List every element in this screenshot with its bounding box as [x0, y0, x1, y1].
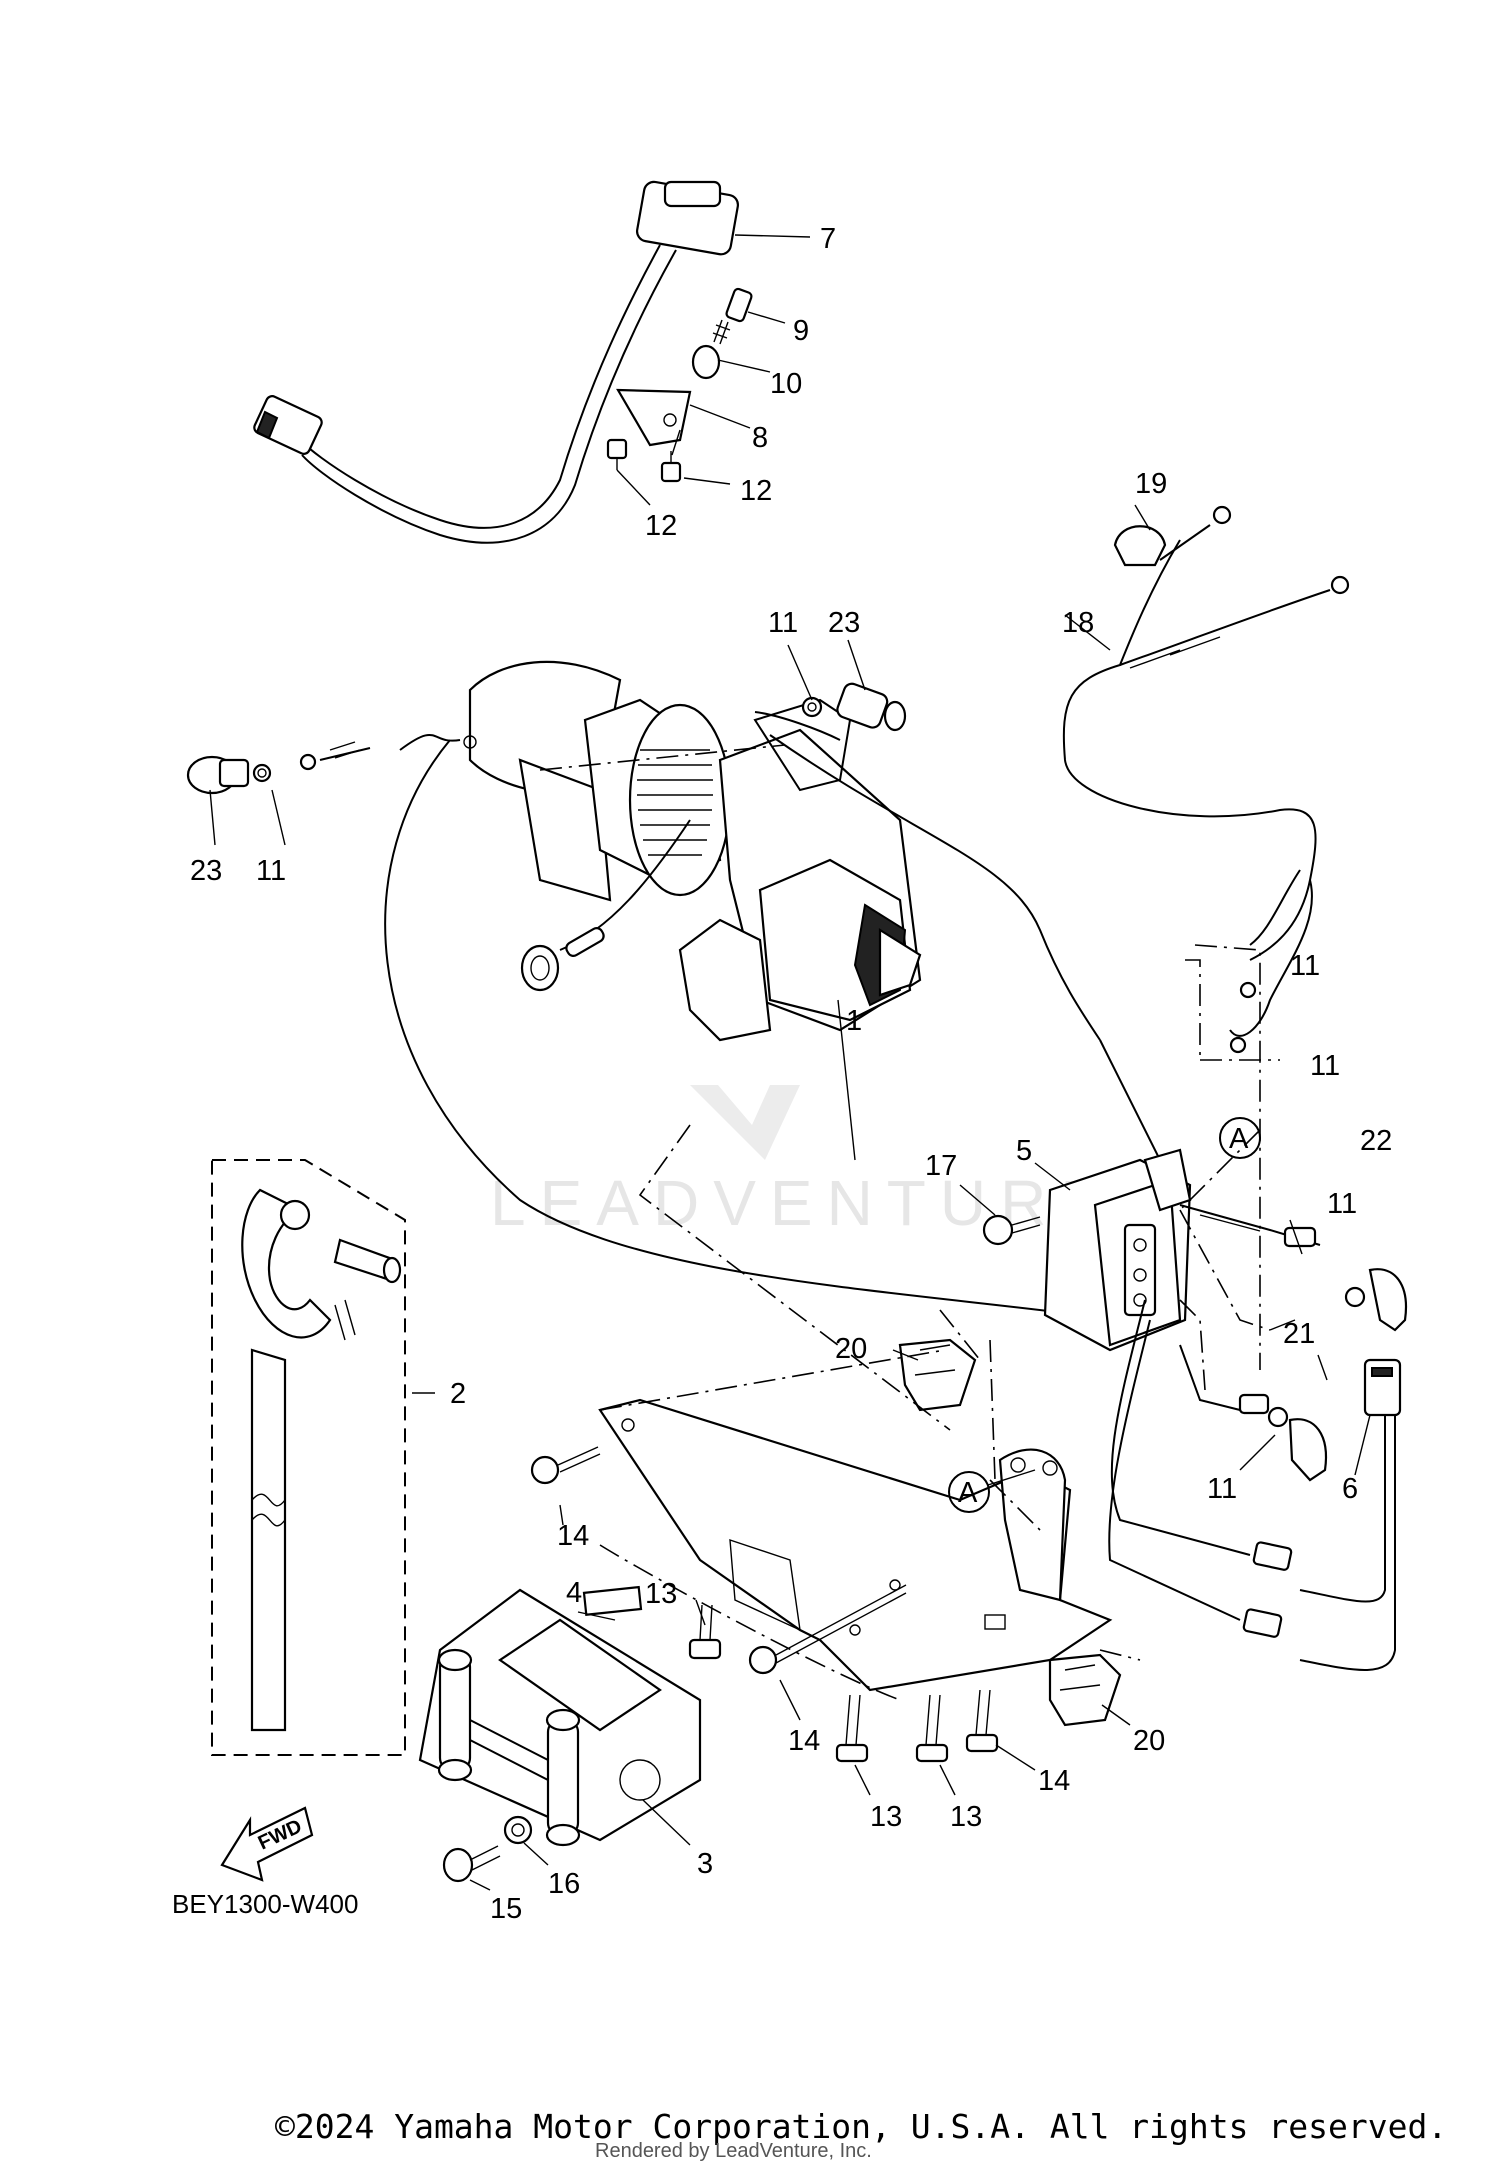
callout-14-top: 14: [557, 1520, 589, 1552]
reference-lines: [539, 744, 1280, 1701]
callout-labels: 7 9 10 8 12 12 19 18 11 23 23 11 1 11 11…: [190, 223, 1392, 1925]
callout-18: 18: [1062, 607, 1094, 639]
winch-drum-rope: [637, 749, 713, 856]
callout-4: 4: [566, 1577, 582, 1609]
callout-17: 17: [925, 1150, 957, 1182]
callout-22: 22: [1360, 1125, 1392, 1157]
hook-strap-kit: [211, 1159, 406, 1756]
callout-13-left: 13: [645, 1578, 677, 1610]
bolt-14-top: [530, 1446, 601, 1485]
callout-1: 1: [846, 1005, 862, 1037]
callout-23-top: 23: [828, 607, 860, 639]
copyright-notice: ©2024 Yamaha Motor Corporation, U.S.A. A…: [275, 2107, 1447, 2146]
relay-cables: [1108, 1204, 1408, 1671]
wire-clamps: [898, 1338, 1122, 1727]
callout-11-left: 11: [256, 855, 286, 887]
callout-11-r3: 11: [1327, 1188, 1357, 1220]
roller-fairlead: [418, 1585, 702, 1883]
forward-arrow: FWD: [220, 1806, 314, 1882]
winch-assembly: [463, 660, 922, 1042]
ref-a-label-top: A: [1229, 1123, 1249, 1155]
leader-lines: [209, 234, 1371, 1891]
callout-9: 9: [793, 315, 809, 347]
callout-12-left: 12: [645, 510, 677, 542]
callout-16: 16: [548, 1868, 580, 1900]
bolt-13-left: [688, 1604, 722, 1660]
bolt-14-c: [965, 1689, 999, 1753]
reference-marker-a-top: A: [1219, 1117, 1261, 1159]
callout-10: 10: [770, 368, 802, 400]
callout-11-r4: 11: [1207, 1473, 1237, 1505]
bolt-13-b: [915, 1694, 949, 1763]
callout-12-right: 12: [740, 475, 772, 507]
mounting-plate: [598, 1398, 1113, 1692]
callout-3: 3: [697, 1848, 713, 1880]
bolts: [530, 1446, 999, 1763]
callout-5: 5: [1016, 1135, 1032, 1167]
remote-switch: [253, 180, 739, 544]
switch-bracket-hardware: [606, 287, 753, 483]
diagram-code: BEY1300-W400: [172, 1889, 358, 1919]
rendered-by: Rendered by LeadVenture, Inc.: [595, 2140, 872, 2162]
callout-13-right: 13: [950, 1801, 982, 1833]
callout-20-top: 20: [835, 1333, 867, 1365]
callout-19: 19: [1135, 468, 1167, 500]
watermark-logo-icon: [690, 1085, 800, 1160]
bolt-14-mid: [748, 1584, 907, 1675]
motor-cables: [186, 682, 907, 795]
callout-23-left: 23: [190, 855, 222, 887]
callout-20-bottom: 20: [1133, 1725, 1165, 1757]
reference-marker-a-bottom: A: [948, 1469, 1036, 1513]
battery-lead: [1062, 505, 1350, 1054]
callout-11-top: 11: [768, 607, 798, 639]
callout-2: 2: [450, 1378, 466, 1410]
callout-13-mid: 13: [870, 1801, 902, 1833]
callout-15: 15: [490, 1893, 522, 1925]
callout-21: 21: [1283, 1318, 1315, 1350]
relay-assembly: [982, 1148, 1192, 1352]
callout-14-mid: 14: [788, 1725, 820, 1757]
callout-7: 7: [820, 223, 836, 255]
callout-11-r2: 11: [1310, 1050, 1340, 1082]
callout-8: 8: [752, 422, 768, 454]
ref-a-label-bottom: A: [958, 1477, 978, 1509]
callout-6: 6: [1342, 1473, 1358, 1505]
watermark-text: LEADVENTURE: [490, 1167, 1117, 1239]
callout-11-r1: 11: [1290, 950, 1320, 982]
callout-14-right: 14: [1038, 1765, 1070, 1797]
bolt-13-a: [835, 1694, 869, 1763]
